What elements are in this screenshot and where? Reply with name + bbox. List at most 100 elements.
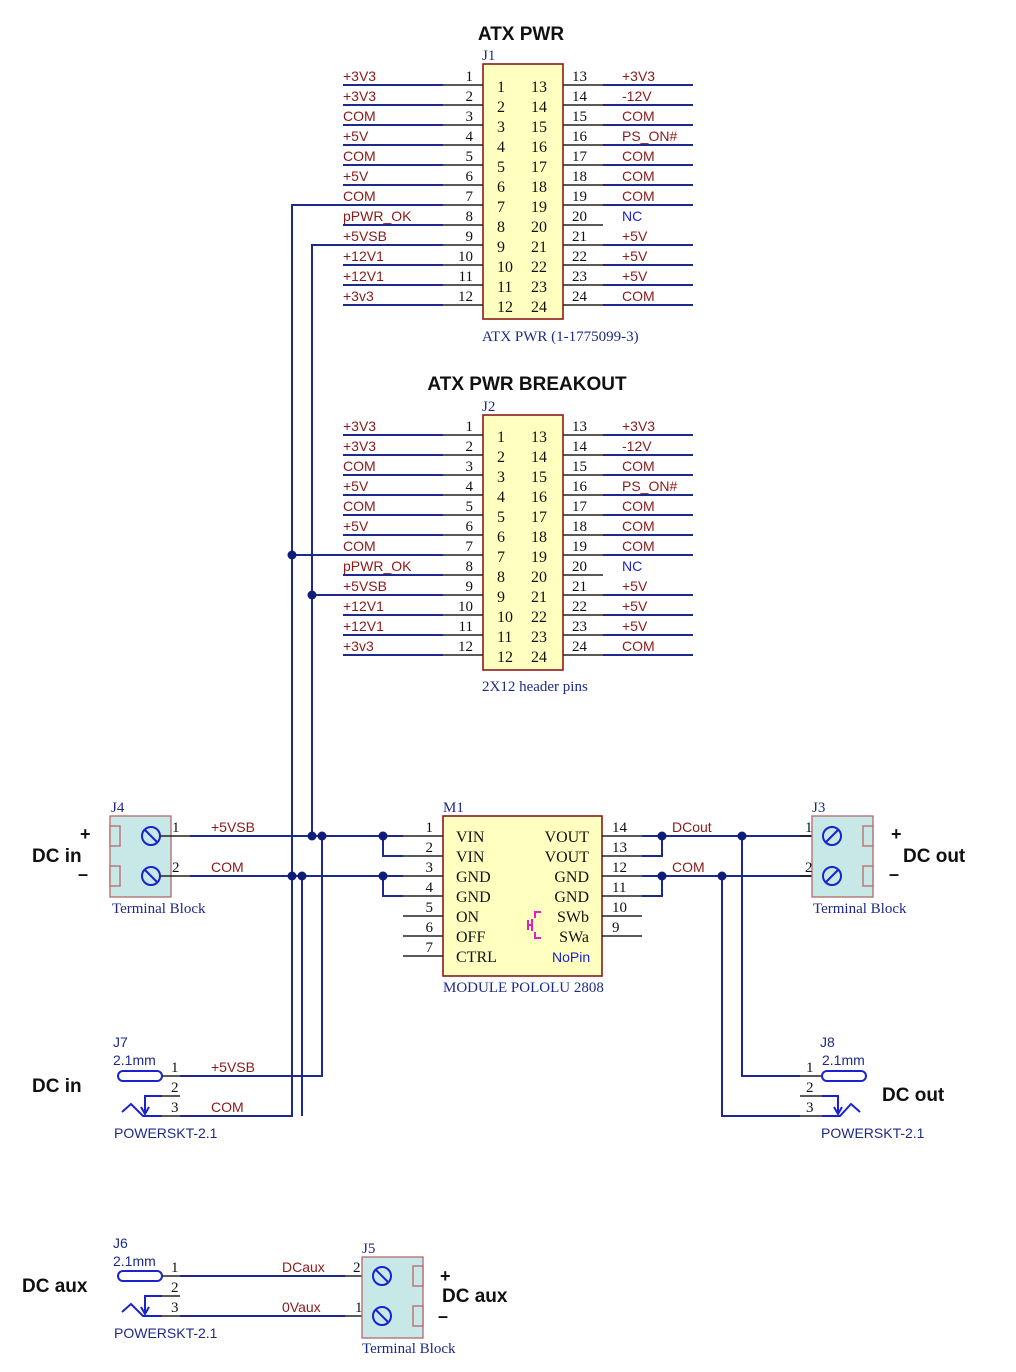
- inner-pin-number: 21: [531, 589, 547, 606]
- net-label: COM: [622, 188, 655, 204]
- pin-number: 1: [355, 1300, 363, 1316]
- net-label: +3V3: [343, 438, 376, 454]
- junction-dot: [717, 871, 727, 881]
- inner-pin-number: 4: [497, 139, 505, 156]
- minus-sign: –: [78, 864, 88, 884]
- power-jack-j7[interactable]: J7 2.1mm 1 2 3 POWERSKT-2.1 DC in +5VSB …: [32, 1034, 255, 1141]
- net-label: COM: [211, 1099, 244, 1115]
- inner-pin-number: 7: [497, 549, 505, 566]
- screw-icon: [372, 1266, 392, 1286]
- pin-number: 12: [458, 639, 473, 655]
- module-m1[interactable]: M1 MODULE POLOLU 2808 NoPin 1VIN2VIN3GND…: [403, 800, 642, 996]
- junction-dot: [657, 871, 667, 881]
- inner-pin-number: 24: [531, 299, 547, 316]
- pin-number: 1: [805, 820, 813, 836]
- junction-dot: [297, 871, 307, 881]
- net-label: +3V3: [343, 418, 376, 434]
- pin-number: 8: [466, 559, 474, 575]
- side-label: DC in: [32, 1076, 82, 1097]
- inner-pin-number: 23: [531, 629, 547, 646]
- terminal-slot: [109, 865, 121, 887]
- pin-number: 23: [572, 619, 587, 635]
- side-label: DC out: [882, 1085, 945, 1106]
- bus-wires: [180, 204, 343, 1117]
- screw-icon: [822, 826, 842, 846]
- terminal-block-j5[interactable]: J5 2 1 Terminal Block DC aux + –: [353, 1241, 508, 1357]
- pin-number: 11: [459, 619, 473, 635]
- pin-number: 2: [172, 860, 180, 876]
- net-label: +5VSB: [211, 1059, 255, 1075]
- net-label: +5VSB: [343, 228, 387, 244]
- net-label: +3V3: [343, 68, 376, 84]
- net-label: COM: [622, 518, 655, 534]
- pin-number: 13: [572, 419, 587, 435]
- jack-size: 2.1mm: [113, 1052, 156, 1068]
- pin-number: 1: [466, 69, 474, 85]
- net-label: 0Vaux: [282, 1299, 321, 1315]
- net-label: +5VSB: [211, 819, 255, 835]
- pin-number: 13: [572, 69, 587, 85]
- pin-number: 4: [466, 479, 474, 495]
- net-label: PS_ON#: [622, 128, 677, 144]
- part-label: ATX PWR (1-1775099-3): [482, 329, 639, 345]
- terminal-block-j3[interactable]: J3 1 2 Terminal Block DC out + –: [800, 800, 966, 917]
- net-label: COM: [622, 498, 655, 514]
- terminal-block-j4[interactable]: J4 1 2 Terminal Block DC in + – +5VSB CO…: [32, 800, 255, 917]
- inner-pin-number: 13: [531, 79, 547, 96]
- terminal-slot: [109, 825, 121, 847]
- inner-pin-number: 7: [497, 199, 505, 216]
- net-label: +3V3: [343, 88, 376, 104]
- net-label: COM: [343, 458, 376, 474]
- inner-pin-number: 9: [497, 239, 505, 256]
- net-label: COM: [343, 108, 376, 124]
- net-label: COM: [343, 148, 376, 164]
- pin-number: 11: [612, 880, 626, 896]
- net-label: pPWR_OK: [343, 558, 412, 574]
- net-label: +5V: [622, 598, 648, 614]
- header-title: ATX PWR: [478, 24, 564, 45]
- part-label: POWERSKT-2.1: [114, 1325, 218, 1341]
- pin-number: 1: [172, 820, 180, 836]
- minus-sign: –: [889, 864, 899, 884]
- inner-pin-number: 19: [531, 199, 547, 216]
- pin-number: 21: [572, 229, 587, 245]
- net-label: COM: [622, 108, 655, 124]
- net-label: COM: [622, 288, 655, 304]
- net-label: DCout: [672, 819, 712, 835]
- header-body: [482, 414, 564, 671]
- part-label: Terminal Block: [813, 901, 907, 917]
- header-j2[interactable]: ATX PWR BREAKOUT J2 2X12 header pins +3V…: [343, 374, 693, 695]
- pin-number: 19: [572, 539, 587, 555]
- pin-number: 5: [426, 900, 434, 916]
- inner-pin-number: 2: [497, 99, 505, 116]
- power-jack-j8[interactable]: J8 2.1mm 1 2 3 POWERSKT-2.1 DC out: [800, 1034, 945, 1141]
- designator: J1: [482, 48, 495, 64]
- pin-number: 10: [458, 249, 473, 265]
- pin-number: 2: [171, 1280, 179, 1296]
- aux-wires: DCaux 0Vaux: [180, 1259, 372, 1317]
- jack-sleeve-icon: [822, 1102, 861, 1117]
- inner-pin-number: 23: [531, 279, 547, 296]
- designator: J5: [362, 1241, 375, 1257]
- wire-5vsb-bus: [311, 244, 343, 836]
- inner-pin-number: 13: [531, 429, 547, 446]
- terminal-slot: [862, 865, 874, 887]
- part-label: 2X12 header pins: [482, 679, 588, 695]
- pin-number: 1: [466, 419, 474, 435]
- inner-pin-number: 24: [531, 649, 547, 666]
- junction-dot: [287, 550, 297, 560]
- inner-pin-number: 4: [497, 489, 505, 506]
- side-label: DC in: [32, 846, 82, 867]
- net-label: +5V: [343, 518, 369, 534]
- pin-number: 10: [458, 599, 473, 615]
- pin-number: 1: [426, 820, 434, 836]
- jack-switch-icon: [140, 1095, 162, 1117]
- power-jack-j6[interactable]: J6 2.1mm 1 2 3 POWERSKT-2.1 DC aux: [22, 1235, 218, 1341]
- pin-number: 6: [466, 169, 474, 185]
- pin-number: 20: [572, 209, 587, 225]
- net-label: COM: [622, 458, 655, 474]
- net-label: +5V: [622, 248, 648, 264]
- pin-name: GND: [456, 869, 491, 886]
- pin-name: GND: [554, 869, 589, 886]
